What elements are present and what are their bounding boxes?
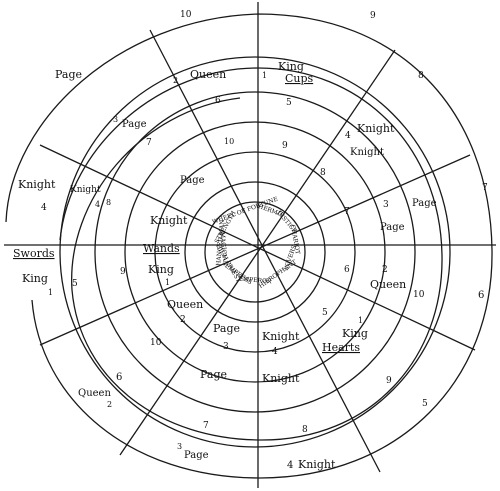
outer-spiral <box>5 13 493 479</box>
middle-spiral <box>59 67 443 441</box>
spoke-3 <box>39 154 471 346</box>
label-queen-lb: Queen <box>78 388 111 399</box>
label-num-9-b: 9 <box>282 141 288 151</box>
label-page-lb: Page <box>200 368 227 381</box>
arcana-hanged-man: HANGED MAN <box>215 219 226 266</box>
label-num-1-r: 1 <box>358 316 363 325</box>
label-num-4-l2: 4 <box>95 200 100 209</box>
label-num-1-w: 1 <box>165 278 170 287</box>
label-page-w: Page <box>213 322 240 335</box>
ring-0 <box>204 201 306 303</box>
label-knight-bb: Knight <box>298 458 336 471</box>
label-num-9-l: 9 <box>120 267 126 277</box>
label-num-10-r: 10 <box>413 290 425 300</box>
suit-swords: Swords <box>13 247 55 260</box>
label-num-7-l: 7 <box>344 207 350 217</box>
label-num-3-w: 3 <box>223 342 229 352</box>
suit-cups: Cups <box>285 72 314 85</box>
label-num-7-b: 7 <box>203 421 209 431</box>
label-num-2-w: 2 <box>180 315 186 325</box>
label-knight-b: Knight <box>262 372 300 385</box>
label-num-8-l: 8 <box>106 198 111 207</box>
label-num-7-a: 7 <box>146 138 152 148</box>
ring-5 <box>59 56 451 448</box>
label-num-5-r: 5 <box>322 308 328 318</box>
label-num-6-far: 6 <box>478 290 484 301</box>
label-num-8-r: 8 <box>418 71 424 81</box>
label-num-10-b: 10 <box>224 137 234 146</box>
label-num-2-r: 2 <box>382 265 388 275</box>
label-knight-r2: Knight <box>350 147 384 158</box>
label-knight-r: Knight <box>357 122 395 135</box>
suit-hearts: Hearts <box>322 341 360 354</box>
label-num-9-top: 9 <box>370 11 376 21</box>
label-num-8-b: 8 <box>320 168 326 178</box>
label-num-4-l: 4 <box>41 203 47 213</box>
ring-1 <box>184 181 326 323</box>
label-num-3-b: 3 <box>383 200 389 210</box>
label-page-c: Page <box>412 198 437 209</box>
suit-wands: Wands <box>143 242 180 255</box>
label-num-6-a: 6 <box>215 96 221 106</box>
label-page3: Page <box>122 119 147 130</box>
label-num-4-a: 4 <box>345 131 351 141</box>
label-num-1-a: 1 <box>262 71 267 80</box>
label-king-hearts: King <box>342 327 368 340</box>
label-num-4-w: 4 <box>272 347 278 357</box>
label-num-5-a: 5 <box>286 98 292 108</box>
label-num-5-l: 5 <box>72 279 78 289</box>
label-queen-r: Queen <box>370 278 406 291</box>
label-knight-l2: Knight <box>70 185 101 195</box>
label-page-10: Page <box>55 68 82 81</box>
label-num-1-l: 1 <box>48 288 53 297</box>
label-page-b: Page <box>180 175 205 186</box>
label-king-wands: King <box>148 263 174 276</box>
label-knight-m: Knight <box>150 214 188 227</box>
label-num-4-bb: 4 <box>287 460 293 471</box>
arcana-emperor: EMPEROR <box>238 275 272 285</box>
label-knight-w: Knight <box>262 330 300 343</box>
spoke-4 <box>39 144 476 351</box>
label-page-m: Page <box>380 222 405 233</box>
label-king-l: King <box>22 272 48 285</box>
label-queen-w: Queen <box>167 298 203 311</box>
label-num-2-lb: 2 <box>107 400 112 409</box>
ring-2 <box>154 151 356 353</box>
label-num-10-l: 10 <box>150 338 162 348</box>
label-num-6-lb: 6 <box>116 372 122 383</box>
label-num-3-a: 3 <box>113 115 118 124</box>
label-num-8-bb: 8 <box>302 425 308 435</box>
label-num-10-top: 10 <box>180 10 192 20</box>
label-page-bb: Page <box>184 450 209 461</box>
label-num-7-r: 7 <box>482 183 488 193</box>
label-king-cups: King <box>278 60 304 73</box>
spoke-2 <box>119 49 396 456</box>
label-knight-l: Knight <box>18 178 56 191</box>
label-num-9-rb: 9 <box>386 376 392 386</box>
label-queen-cups: Queen <box>190 68 226 81</box>
ring-4 <box>94 91 416 413</box>
label-num-6-r: 6 <box>344 265 350 275</box>
arcana-magician: MAGICIAN <box>219 232 229 267</box>
label-num-3-bb: 3 <box>177 442 182 451</box>
label-num-5-rb: 5 <box>422 399 428 409</box>
ring-3 <box>124 121 386 383</box>
label-num-2-a: 2 <box>173 76 178 85</box>
